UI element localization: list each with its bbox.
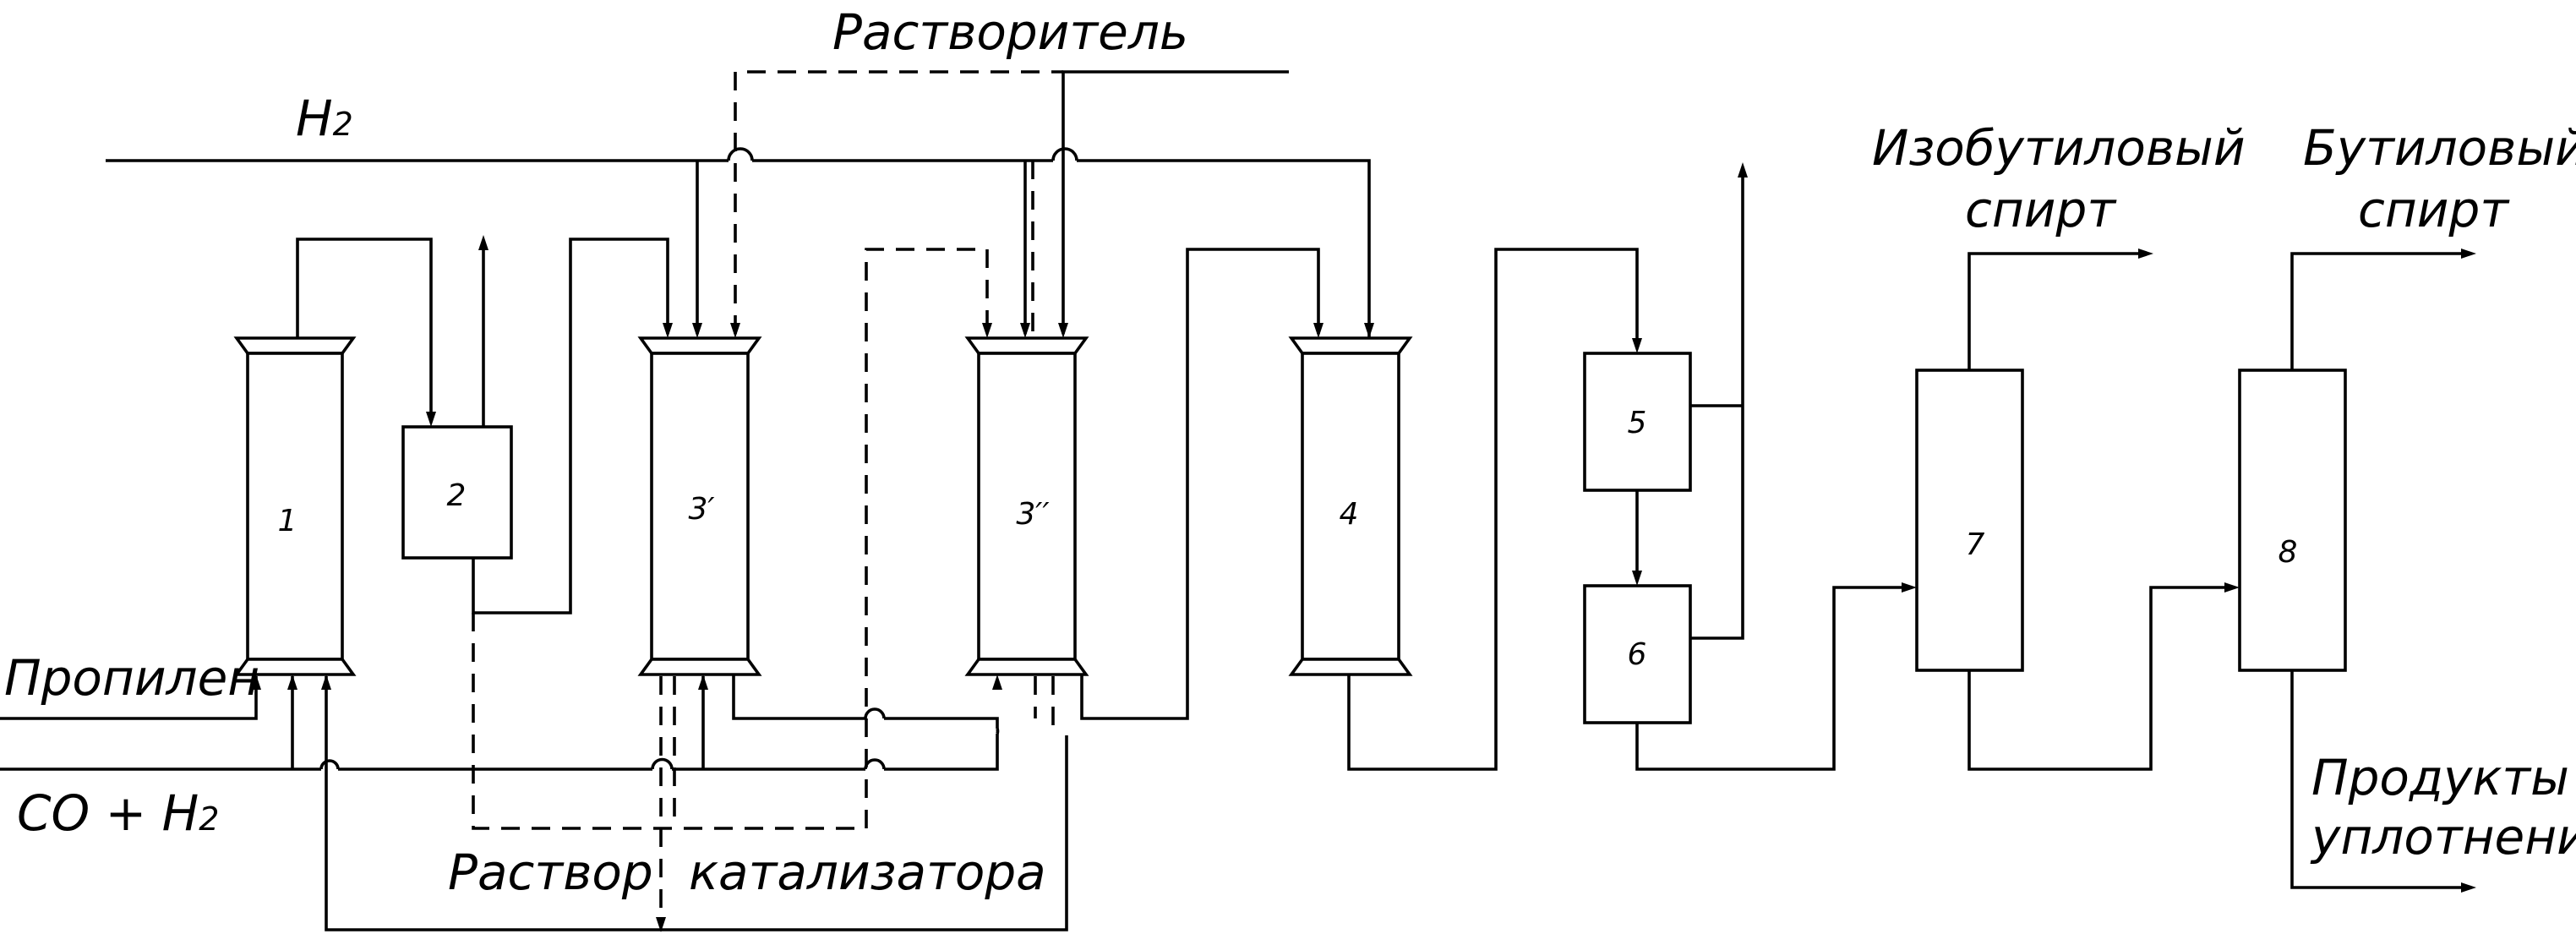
syngas-header-line [0, 734, 999, 771]
label-catalyst-solution-1: Раствор [448, 844, 653, 901]
arrow-right-isobutyl [2138, 249, 2153, 259]
label-apparatus-6: 6 [1628, 637, 1647, 672]
box2-to-3a-line [472, 238, 669, 614]
arrow-up-vent-5-6 [1738, 162, 1748, 178]
arrow-down-3b-1 [982, 323, 992, 338]
h2-header-line [106, 159, 1371, 342]
label-apparatus-2: 2 [447, 478, 467, 513]
col7-top-product-line [1967, 252, 2138, 370]
apparatus-numbers: 1 2 3′ 3′′ 4 5 6 7 8 [278, 406, 2298, 672]
arrow-down-3a-1 [663, 323, 673, 338]
arrow-right-col7 [1902, 582, 1917, 593]
col1-to-box2-line [296, 238, 433, 418]
catalyst-3b-bottom-line [1034, 676, 1055, 727]
flow-arrows [251, 162, 2476, 932]
arrow-down-box6 [1632, 571, 1642, 586]
label-residue-2: уплотнения [2310, 808, 2576, 866]
apparatus-4 [1288, 336, 1413, 676]
label-apparatus-8: 8 [2279, 535, 2298, 570]
catalyst-solvent-branch-line [734, 70, 1063, 334]
label-butyl-1: Бутиловый [2303, 119, 2576, 177]
arrow-down-catalyst-out [656, 917, 666, 932]
label-residue-1: Продукты [2311, 749, 2569, 806]
apparatus-1 [233, 336, 357, 676]
arrow-down-3b-3 [1058, 323, 1068, 338]
arrow-right-butyl [2461, 249, 2476, 259]
recycle-loop-line [325, 676, 1068, 931]
arrow-down-col4-2 [1364, 323, 1374, 338]
col8-bottom-product-line [2290, 670, 2461, 889]
arrow-down-3b-2 [1020, 323, 1030, 338]
label-h2: H2 [296, 90, 353, 147]
label-catalyst-solution-2: катализатора [689, 844, 1046, 901]
catalyst-streams [472, 70, 1063, 926]
col8-top-product-line [2290, 252, 2461, 370]
arrow-up-col1-recycle [321, 675, 331, 690]
crossover-bumps [319, 147, 1078, 770]
label-butyl-2: спирт [2358, 181, 2510, 238]
label-apparatus-1: 1 [278, 504, 297, 538]
arrow-right-residue [2461, 882, 2476, 893]
solvent-line [1062, 70, 1289, 334]
label-syngas: CO + H2 [17, 784, 219, 842]
arrow-up-col1-syngas [287, 675, 297, 690]
label-isobutyl-1: Изобутиловый [1872, 119, 2246, 177]
box6-vent-line [1690, 173, 1744, 640]
propylene-feed-line [0, 676, 258, 720]
label-isobutyl-2: спирт [1965, 181, 2117, 238]
arrow-down-box2 [426, 412, 436, 427]
label-apparatus-3a: 3′ [688, 492, 714, 527]
apparatus-6 [1583, 584, 1692, 724]
arrow-right-col8 [2224, 582, 2240, 593]
label-apparatus-4: 4 [1340, 497, 1359, 532]
process-streams [0, 70, 2461, 931]
3b-to-col4-line [1080, 248, 1320, 720]
label-apparatus-5: 5 [1628, 406, 1647, 440]
label-apparatus-3b: 3′′ [1016, 497, 1049, 532]
arrow-up-3a-syngas [698, 675, 708, 690]
apparatus-7 [1915, 369, 2024, 672]
apparatus-3b [964, 336, 1089, 676]
arrow-down-col4-1 [1313, 323, 1323, 338]
col4-to-box5-line [1347, 248, 1639, 771]
3a-to-3b-line [732, 675, 999, 729]
apparatus-2 [401, 425, 513, 560]
arrow-down-3a-3 [730, 323, 740, 338]
arrow-up-col1-propylene [251, 675, 261, 690]
arrow-up-box2-vent [478, 235, 488, 250]
label-solvent: Растворитель [832, 3, 1188, 61]
arrow-down-box5 [1632, 338, 1642, 353]
label-apparatus-7: 7 [1966, 527, 1985, 562]
label-propylene: Пропилен [4, 649, 259, 707]
apparatus-3a [637, 336, 762, 676]
catalyst-return-line [472, 248, 989, 830]
box6-to-col7-line [1635, 586, 1902, 771]
arrow-up-3b-1 [992, 675, 1002, 690]
stream-labels: Растворитель H2 Пропилен CO + H2 Раствор… [4, 3, 2576, 901]
arrow-down-3a-2 [692, 323, 702, 338]
apparatus-8 [2238, 369, 2347, 672]
col7-to-col8-line [1967, 586, 2224, 771]
apparatus-5 [1583, 352, 1692, 492]
